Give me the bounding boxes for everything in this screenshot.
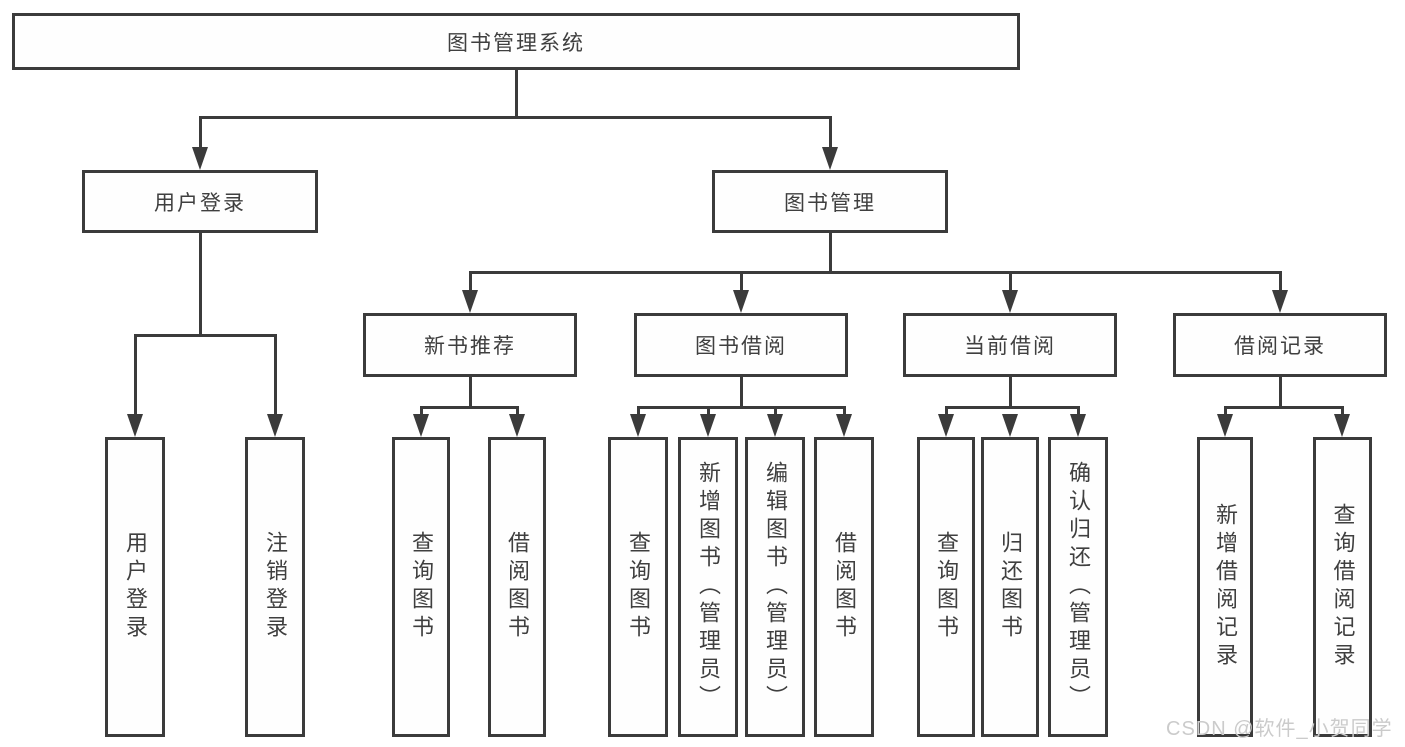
connector-line-v bbox=[1077, 406, 1080, 419]
connector-line-v bbox=[843, 406, 846, 419]
connector-line-v bbox=[1341, 406, 1344, 419]
node-book-management: 图书管理 bbox=[712, 170, 948, 233]
connector-line-v bbox=[469, 271, 472, 296]
connector-line-v bbox=[274, 334, 277, 419]
arrow-down-icon bbox=[267, 414, 283, 437]
arrow-down-icon bbox=[1217, 414, 1233, 437]
connector-line-v bbox=[1279, 271, 1282, 296]
connector-line-v bbox=[1224, 406, 1227, 419]
connector-line-v bbox=[515, 70, 518, 119]
arrow-down-icon bbox=[1002, 414, 1018, 437]
arrow-down-icon bbox=[1070, 414, 1086, 437]
connector-line-v bbox=[1009, 271, 1012, 296]
connector-line-h bbox=[469, 271, 1281, 274]
connector-line-v bbox=[1279, 377, 1282, 409]
leaf-query-books-current: 查询图书 bbox=[917, 437, 975, 737]
connector-line-v bbox=[199, 116, 202, 154]
arrow-down-icon bbox=[700, 414, 716, 437]
arrow-down-icon bbox=[1002, 290, 1018, 313]
arrow-down-icon bbox=[462, 290, 478, 313]
leaf-add-borrow-record: 新增借阅记录 bbox=[1197, 437, 1253, 737]
leaf-logout: 注销登录 bbox=[245, 437, 305, 737]
connector-line-v bbox=[774, 406, 777, 419]
leaf-query-books-recommend: 查询图书 bbox=[392, 437, 450, 737]
connector-line-v bbox=[829, 233, 832, 274]
leaf-query-books-borrow: 查询图书 bbox=[608, 437, 668, 737]
connector-line-v bbox=[134, 334, 137, 419]
connector-line-v bbox=[945, 406, 948, 419]
arrow-down-icon bbox=[767, 414, 783, 437]
connector-line-v bbox=[1009, 377, 1012, 409]
leaf-add-book-admin: 新增图书（管理员） bbox=[678, 437, 738, 737]
arrow-down-icon bbox=[127, 414, 143, 437]
connector-line-h bbox=[199, 116, 831, 119]
arrow-down-icon bbox=[733, 290, 749, 313]
arrow-down-icon bbox=[413, 414, 429, 437]
leaf-borrow-books: 借阅图书 bbox=[814, 437, 874, 737]
connector-line-v bbox=[740, 271, 743, 296]
connector-line-h bbox=[134, 334, 277, 337]
connector-line-v bbox=[707, 406, 710, 419]
connector-line-h bbox=[637, 406, 846, 409]
leaf-edit-book-admin: 编辑图书（管理员） bbox=[745, 437, 805, 737]
node-new-book-recommend: 新书推荐 bbox=[363, 313, 577, 377]
node-library-management-system: 图书管理系统 bbox=[12, 13, 1020, 70]
connector-line-v bbox=[420, 406, 423, 419]
arrow-down-icon bbox=[836, 414, 852, 437]
node-user-login: 用户登录 bbox=[82, 170, 318, 233]
arrow-down-icon bbox=[822, 147, 838, 170]
connector-line-v bbox=[199, 233, 202, 337]
connector-line-v bbox=[740, 377, 743, 409]
leaf-query-borrow-record: 查询借阅记录 bbox=[1313, 437, 1372, 737]
csdn-watermark: CSDN @软件_小贺同学 bbox=[1166, 718, 1393, 740]
arrow-down-icon bbox=[192, 147, 208, 170]
arrow-down-icon bbox=[1334, 414, 1350, 437]
connector-line-v bbox=[829, 116, 832, 154]
arrow-down-icon bbox=[938, 414, 954, 437]
arrow-down-icon bbox=[630, 414, 646, 437]
arrow-down-icon bbox=[509, 414, 525, 437]
leaf-borrow-books-recommend: 借阅图书 bbox=[488, 437, 546, 737]
connector-line-v bbox=[469, 377, 472, 409]
node-book-borrow: 图书借阅 bbox=[634, 313, 848, 377]
connector-line-h bbox=[1224, 406, 1343, 409]
node-current-borrow: 当前借阅 bbox=[903, 313, 1117, 377]
leaf-user-login: 用户登录 bbox=[105, 437, 165, 737]
connector-line-h bbox=[420, 406, 519, 409]
connector-line-v bbox=[637, 406, 640, 419]
arrow-down-icon bbox=[1272, 290, 1288, 313]
connector-line-v bbox=[516, 406, 519, 419]
leaf-confirm-return-admin: 确认归还（管理员） bbox=[1048, 437, 1108, 737]
connector-line-h bbox=[945, 406, 1080, 409]
leaf-return-book: 归还图书 bbox=[981, 437, 1039, 737]
node-borrow-records: 借阅记录 bbox=[1173, 313, 1387, 377]
